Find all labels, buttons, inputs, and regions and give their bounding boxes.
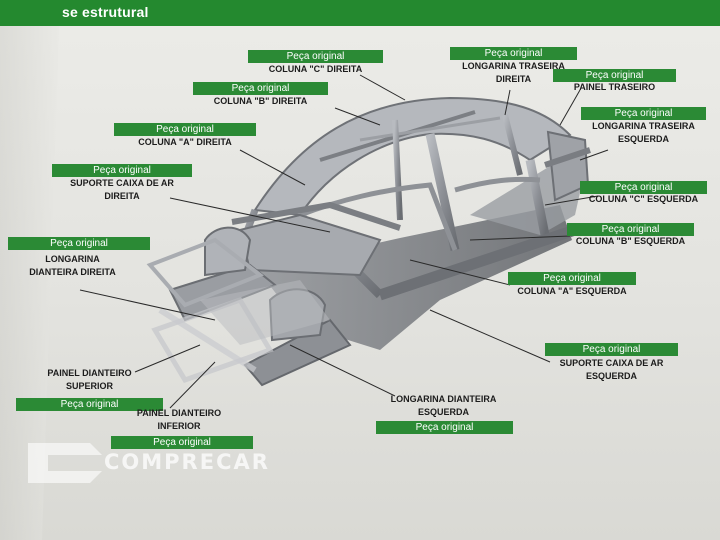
part-label-line: INFERIOR [115,420,243,433]
peca-original-tag: Peça original [545,343,678,356]
peca-original-tag: Peça original [52,164,192,177]
part-label-line: LONGARINA [0,253,145,266]
part-label: COLUNA "C" DIREITA [248,63,383,76]
peca-original-tag: Peça original [376,421,513,434]
part-label-line: SUPERIOR [22,380,157,393]
part-label-line: COLUNA "C" ESQUERDA [580,193,707,206]
part-label-line: PAINEL DIANTEIRO [115,407,243,420]
watermark-text: COMPRECAR [104,450,270,474]
part-label: LONGARINA DIANTEIRA DIREITA [0,253,145,279]
peca-original-tag: Peça original [8,237,150,250]
part-label-line: LONGARINA DIANTEIRA [376,393,511,406]
part-label: COLUNA "B" ESQUERDA [567,235,694,248]
part-label: LONGARINA DIANTEIRA ESQUERDA [376,393,511,419]
part-label-line: LONGARINA TRASEIRA [581,120,706,133]
peca-original-tag: Peça original [248,50,383,63]
part-label-line: COLUNA "A" DIREITA [114,136,256,149]
part-label-line: PAINEL DIANTEIRO [22,367,157,380]
part-label-line: COLUNA "B" DIREITA [193,95,328,108]
part-label-line: LONGARINA TRASEIRA [450,60,577,73]
part-label-line: SUPORTE CAIXA DE AR [52,177,192,190]
part-label-line: DIREITA [52,190,192,203]
part-label: SUPORTE CAIXA DE AR ESQUERDA [545,357,678,383]
firewall [240,215,380,275]
part-label-line: COLUNA "A" ESQUERDA [508,285,636,298]
peca-original-tag: Peça original [193,82,328,95]
part-label-line: COLUNA "B" ESQUERDA [567,235,694,248]
part-label-line: ESQUERDA [376,406,511,419]
peca-original-tag: Peça original [450,47,577,60]
peca-original-tag: Peça original [508,272,636,285]
part-label-line: COLUNA "C" DIREITA [248,63,383,76]
part-label: COLUNA "A" ESQUERDA [508,285,636,298]
part-label: PAINEL DIANTEIRO SUPERIOR [22,367,157,393]
part-label: COLUNA "A" DIREITA [114,136,256,149]
part-label: LONGARINA TRASEIRA ESQUERDA [581,120,706,146]
part-label-line: ESQUERDA [545,370,678,383]
part-label: LONGARINA TRASEIRA DIREITA [450,60,577,86]
part-label: PAINEL DIANTEIRO INFERIOR [115,407,243,433]
part-label: SUPORTE CAIXA DE AR DIREITA [52,177,192,203]
peca-original-tag: Peça original [581,107,706,120]
part-label-line: ESQUERDA [581,133,706,146]
part-label-line: DIANTEIRA DIREITA [0,266,145,279]
part-label-line: DIREITA [450,73,577,86]
part-label: COLUNA "C" ESQUERDA [580,193,707,206]
part-label-line: SUPORTE CAIXA DE AR [545,357,678,370]
part-label: COLUNA "B" DIREITA [193,95,328,108]
peca-original-tag: Peça original [114,123,256,136]
